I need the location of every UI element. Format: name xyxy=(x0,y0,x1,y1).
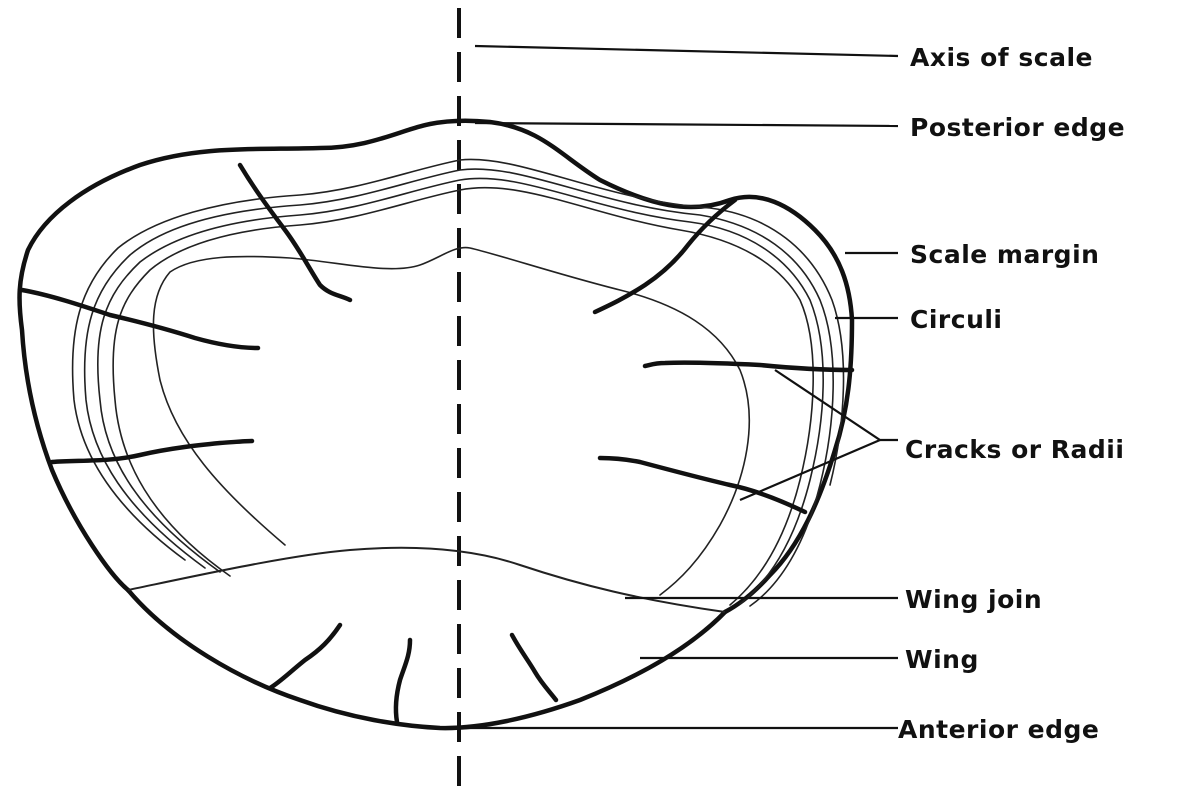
label-posterior-edge: Posterior edge xyxy=(910,113,1125,142)
leader-cracks-lower xyxy=(740,440,880,500)
circulus-inner xyxy=(153,248,749,595)
leader-posterior-edge xyxy=(475,123,898,126)
circulus-1 xyxy=(113,188,813,605)
crack-wing-right xyxy=(512,635,556,700)
wing-join-line xyxy=(128,548,725,612)
crack-wing-center xyxy=(396,640,410,722)
scale-margin-outline xyxy=(20,121,852,612)
leader-lines xyxy=(440,46,898,728)
cracks xyxy=(22,165,852,722)
label-wing-join: Wing join xyxy=(905,585,1042,614)
wing-outline xyxy=(128,590,725,728)
leader-cracks xyxy=(775,370,898,440)
crack-upper-right xyxy=(595,200,735,312)
crack-mid-right xyxy=(645,363,852,370)
crack-wing-left xyxy=(270,625,340,688)
label-axis-of-scale: Axis of scale xyxy=(910,43,1093,72)
label-cracks-or-radii: Cracks or Radii xyxy=(905,435,1124,464)
crack-mid-left xyxy=(22,290,258,348)
crack-lower-left xyxy=(52,441,252,462)
leader-axis-of-scale xyxy=(475,46,898,56)
label-scale-margin: Scale margin xyxy=(910,240,1099,269)
label-anterior-edge: Anterior edge xyxy=(898,715,1099,744)
label-circuli: Circuli xyxy=(910,305,1003,334)
crack-upper-left xyxy=(240,165,350,300)
label-wing: Wing xyxy=(905,645,979,674)
